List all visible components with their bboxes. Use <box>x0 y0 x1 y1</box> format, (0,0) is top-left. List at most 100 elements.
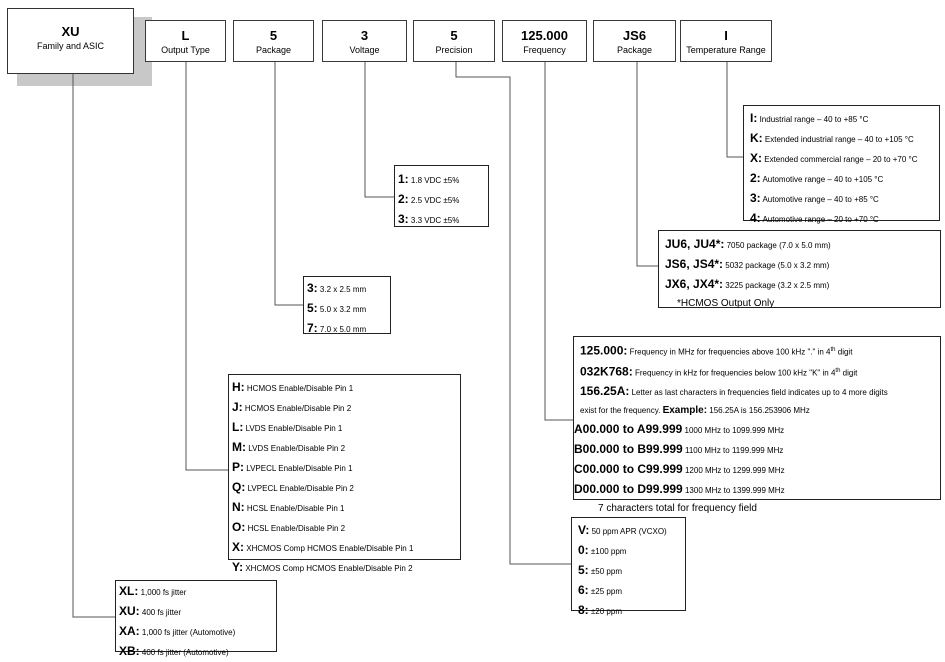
option-key: H: <box>232 380 245 394</box>
option-desc: 3.2 x 2.5 mm <box>319 285 367 294</box>
connector-family <box>72 74 115 618</box>
option-desc: 3.3 VDC ±5% <box>410 216 460 225</box>
header-precision-name: Precision <box>435 45 473 55</box>
option-desc: LVPECL Enable/Disable Pin 1 <box>246 464 353 473</box>
list-item: 5: ±50 ppm <box>578 561 679 581</box>
option-desc: HCMOS Enable/Disable Pin 1 <box>246 384 354 393</box>
list-item: L: LVDS Enable/Disable Pin 1 <box>232 418 457 438</box>
header-precision: 5 Precision <box>413 20 495 62</box>
connector-precision <box>455 62 571 565</box>
option-desc: HCSL Enable/Disable Pin 2 <box>247 524 346 533</box>
option-key: 125.000: <box>580 343 628 358</box>
connector-frequency <box>544 62 573 421</box>
option-key: 8: <box>578 603 589 617</box>
package-size-box: 3: 3.2 x 2.5 mm 5: 5.0 x 3.2 mm 7: 7.0 x… <box>303 276 391 335</box>
header-family-code: XU <box>61 24 80 39</box>
option-desc: Automotive range – 40 to +85 °C <box>762 195 879 204</box>
option-desc: 7050 package (7.0 x 5.0 mm) <box>726 241 831 250</box>
option-desc: 3225 package (3.2 x 2.5 mm) <box>725 281 830 290</box>
list-item: JS6, JS4*: 5032 package (5.0 x 3.2 mm) <box>665 255 934 275</box>
header-output-type-name: Output Type <box>161 45 210 55</box>
list-item: XB: 400 fs jitter (Automotive) <box>119 642 273 662</box>
list-item: X: Extended commercial range – 20 to +70… <box>750 149 933 169</box>
list-item: JU6, JU4*: 7050 package (7.0 x 5.0 mm) <box>665 235 934 255</box>
option-key: 5: <box>307 301 318 315</box>
package-note-text: *HCMOS Output Only <box>677 298 775 309</box>
option-key: L: <box>232 420 244 434</box>
list-item: O: HCSL Enable/Disable Pin 2 <box>232 518 457 538</box>
option-key: N: <box>232 500 245 514</box>
header-package-code: 5 <box>269 28 278 43</box>
option-key: 5: <box>578 563 589 577</box>
header-package-code-name: Package <box>616 45 653 55</box>
option-key: 7: <box>307 321 318 335</box>
list-item: Q: LVPECL Enable/Disable Pin 2 <box>232 478 457 498</box>
list-item: 2: Automotive range – 40 to +105 °C <box>750 169 933 189</box>
option-desc: exist for the frequency. <box>580 406 661 416</box>
header-output-type: L Output Type <box>145 20 226 62</box>
option-desc: LVDS Enable/Disable Pin 2 <box>248 444 346 453</box>
option-key: Q: <box>232 480 246 494</box>
frequency-box: 125.000: Frequency in MHz for frequencie… <box>573 336 941 514</box>
option-desc: 1000 MHz to 1099.999 MHz <box>684 426 785 436</box>
list-item: 0: ±100 ppm <box>578 541 679 561</box>
list-item: 6: ±25 ppm <box>578 581 679 601</box>
option-key: 0: <box>578 543 589 557</box>
list-item: 3: Automotive range – 40 to +85 °C <box>750 189 933 209</box>
list-item: 2: 2.5 VDC ±5% <box>398 190 485 210</box>
list-item: B00.000 to B99.999 1100 MHz to 1199.999 … <box>574 440 934 460</box>
connector-voltage <box>364 62 394 198</box>
option-desc: LVPECL Enable/Disable Pin 2 <box>247 484 354 493</box>
header-family-name: Family and ASIC <box>36 41 105 51</box>
option-key: 2: <box>398 192 409 206</box>
example-key: Example: <box>662 405 708 417</box>
option-desc: ±100 ppm <box>590 547 627 556</box>
option-desc: digit <box>840 368 858 378</box>
list-item: 156.25A: Letter as last characters in fr… <box>580 382 934 402</box>
connector-output-type <box>185 62 228 471</box>
list-item: I: Industrial range – 40 to +85 °C <box>750 109 933 129</box>
option-desc: 1.8 VDC ±5% <box>410 176 460 185</box>
list-item: 7: 7.0 x 5.0 mm <box>307 319 387 339</box>
option-key: 4: <box>750 211 761 225</box>
option-desc: HCSL Enable/Disable Pin 1 <box>246 504 345 513</box>
option-key: JX6, JX4*: <box>665 277 724 291</box>
option-desc: 5032 package (5.0 x 3.2 mm) <box>725 261 830 270</box>
option-desc: Letter as last characters in frequencies… <box>631 388 888 398</box>
list-item: D00.000 to D99.999 1300 MHz to 1399.999 … <box>574 480 934 500</box>
list-item: X: XHCMOS Comp HCMOS Enable/Disable Pin … <box>232 538 457 558</box>
list-item: 5: 5.0 x 3.2 mm <box>307 299 387 319</box>
option-desc: 1,000 fs jitter (Automotive) <box>141 628 236 637</box>
option-key: D00.000 to D99.999 <box>574 482 683 497</box>
list-item: A00.000 to A99.999 1000 MHz to 1099.999 … <box>574 420 934 440</box>
list-item: C00.000 to C99.999 1200 MHz to 1299.999 … <box>574 460 934 480</box>
option-key: 3: <box>398 212 409 226</box>
option-key: 6: <box>578 583 589 597</box>
header-output-type-code: L <box>181 28 190 43</box>
package-code-box: JU6, JU4*: 7050 package (7.0 x 5.0 mm) J… <box>658 230 941 309</box>
list-item: 4: Automotive range – 20 to +70 °C <box>750 209 933 229</box>
list-item: XL: 1,000 fs jitter <box>119 582 273 602</box>
option-key: A00.000 to A99.999 <box>574 422 683 437</box>
option-key: 1: <box>398 172 409 186</box>
option-key: XB: <box>119 644 140 658</box>
list-item: H: HCMOS Enable/Disable Pin 1 <box>232 378 457 398</box>
option-key: O: <box>232 520 246 534</box>
header-voltage-code: 3 <box>360 28 369 43</box>
frequency-note-text: 7 characters total for frequency field <box>598 503 757 515</box>
option-key: XU: <box>119 604 140 618</box>
header-package: 5 Package <box>233 20 314 62</box>
option-desc: ±50 ppm <box>590 567 622 576</box>
option-desc: 156.25A is 156.253906 MHz <box>709 406 810 416</box>
option-desc: Frequency in kHz for frequencies below 1… <box>634 368 836 378</box>
header-frequency-name: Frequency <box>523 45 566 55</box>
voltage-box: 1: 1.8 VDC ±5% 2: 2.5 VDC ±5% 3: 3.3 VDC… <box>394 165 489 227</box>
header-frequency-code: 125.000 <box>521 28 568 43</box>
option-key: 156.25A: <box>580 384 630 399</box>
option-desc: ±20 ppm <box>590 607 622 616</box>
option-desc: LVDS Enable/Disable Pin 1 <box>245 424 343 433</box>
option-desc: ±25 ppm <box>590 587 622 596</box>
list-item: N: HCSL Enable/Disable Pin 1 <box>232 498 457 518</box>
option-key: 2: <box>750 171 761 185</box>
